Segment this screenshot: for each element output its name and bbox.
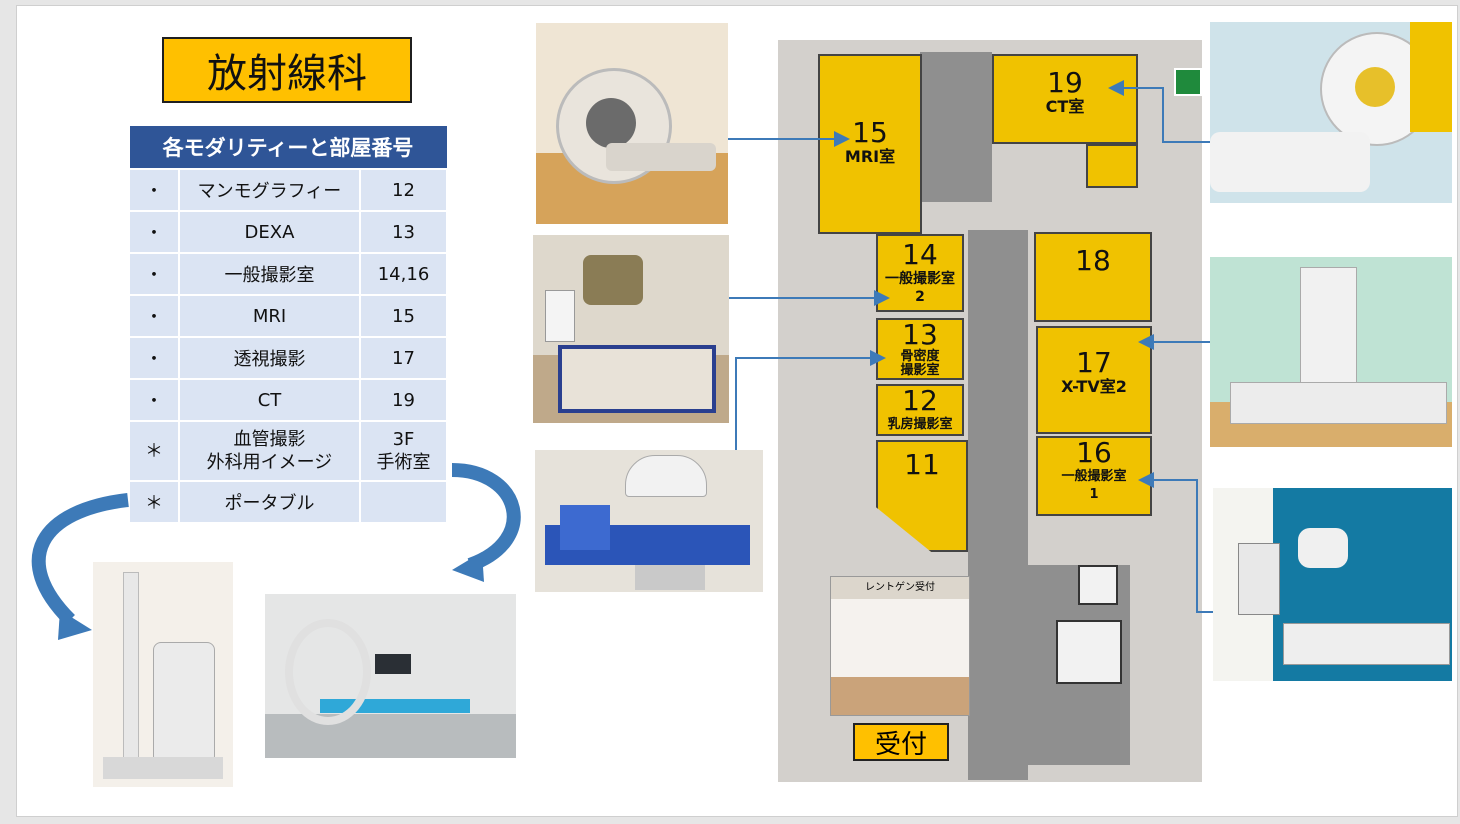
modality-name: 透視撮影 — [178, 336, 361, 380]
room-number-12: 12 — [902, 384, 938, 417]
room-sub-14: 2 — [915, 289, 925, 305]
modality-name-line2: 外科用イメージ — [206, 452, 333, 473]
room-number-16: 16 — [1076, 436, 1112, 469]
row-mark: ・ — [128, 252, 180, 296]
table-row: ・ CT 19 — [128, 378, 448, 422]
room-number: 15 — [359, 294, 448, 338]
row-mark: ・ — [128, 336, 180, 380]
arrow-head — [452, 552, 484, 582]
room-number-11: 11 — [904, 448, 940, 481]
room-19-annex — [1086, 144, 1138, 188]
table-header: 各モダリティーと部屋番号 — [128, 125, 448, 170]
room-14: 14 一般撮影室 2 — [876, 234, 964, 312]
room-number: 3F 手術室 — [359, 420, 448, 482]
reception-sign: レントゲン受付 — [831, 577, 969, 599]
curved-arrow-portable — [31, 493, 129, 625]
room-label-13-line2: 撮影室 — [900, 363, 940, 378]
room16-connector — [1138, 472, 1213, 613]
mri-scanner-photo — [536, 23, 728, 224]
table-row: ・ MRI 15 — [128, 294, 448, 338]
ct-connector — [1108, 80, 1210, 143]
room-line2: 手術室 — [376, 452, 431, 473]
row-mark: ・ — [128, 168, 180, 212]
room-label-15: MRI室 — [844, 147, 896, 166]
room-label-13-line1: 骨密度 — [900, 349, 940, 364]
floor-plan: 15 MRI室 19 CT室 14 一般撮影室 2 13 骨密度 撮影室 12 … — [778, 40, 1202, 782]
dexa-photo — [535, 450, 763, 592]
room-number: 19 — [359, 378, 448, 422]
room-number-15: 15 — [852, 116, 888, 149]
room-number: 17 — [359, 336, 448, 380]
room-label-17: X-TV室2 — [1061, 377, 1127, 396]
room-19: 19 CT室 — [992, 54, 1138, 144]
room-12: 12 乳房撮影室 — [876, 384, 964, 436]
room-15: 15 MRI室 — [818, 54, 922, 234]
xtv-fluoroscopy-photo — [1210, 257, 1452, 447]
room-number: 12 — [359, 168, 448, 212]
room-number-19: 19 — [1047, 66, 1083, 99]
room-label-19: CT室 — [1045, 97, 1085, 116]
row-mark: ・ — [128, 378, 180, 422]
reception-photo: レントゲン受付 — [830, 576, 970, 716]
dexa-connector — [735, 350, 886, 450]
angiography-photo — [265, 594, 516, 758]
modality-name: MRI — [178, 294, 361, 338]
modality-name: 血管撮影 外科用イメージ — [178, 420, 361, 482]
room-number-18: 18 — [1075, 244, 1111, 277]
table-row: ・ 一般撮影室 14,16 — [128, 252, 448, 296]
row-mark: ・ — [128, 210, 180, 254]
room-13: 13 骨密度 撮影室 — [876, 318, 964, 380]
modality-name: DEXA — [178, 210, 361, 254]
elevator-icon — [1056, 620, 1122, 684]
elevator-icon — [1078, 565, 1118, 605]
row-mark: ＊ — [128, 420, 180, 482]
table-row: ＊ 血管撮影 外科用イメージ 3F 手術室 — [128, 420, 448, 482]
xray-room14-photo — [533, 235, 729, 423]
corridor — [920, 52, 992, 202]
reception-label: 受付 — [853, 723, 949, 761]
room-11: 11 — [876, 440, 968, 552]
modality-name: CT — [178, 378, 361, 422]
corridor — [968, 230, 1028, 780]
table-row: ・ DEXA 13 — [128, 210, 448, 254]
modality-table: 各モダリティーと部屋番号 ・ マンモグラフィー 12 ・ DEXA 13 ・ 一… — [128, 125, 448, 524]
table-row: ・ 透視撮影 17 — [128, 336, 448, 380]
arrow-head — [58, 610, 92, 640]
emergency-exit-icon — [1174, 68, 1202, 96]
room-line1: 3F — [392, 429, 415, 450]
modality-name: ポータブル — [178, 480, 361, 524]
modality-name: 一般撮影室 — [178, 252, 361, 296]
room-number-17: 17 — [1076, 346, 1112, 379]
room-17: 17 X-TV室2 — [1036, 326, 1152, 434]
table-row: ・ マンモグラフィー 12 — [128, 168, 448, 212]
table-row: ＊ ポータブル — [128, 480, 448, 524]
room-number — [359, 480, 448, 524]
room-sub-16: 1 — [1089, 487, 1099, 502]
room-18: 18 — [1034, 232, 1152, 322]
room-number-13: 13 — [902, 318, 938, 351]
ct-scanner-photo — [1210, 22, 1452, 203]
curved-arrow-angiography — [451, 463, 521, 572]
row-mark: ＊ — [128, 480, 180, 524]
room-label-12: 乳房撮影室 — [887, 417, 953, 432]
modality-name-line1: 血管撮影 — [233, 429, 306, 450]
row-mark: ・ — [128, 294, 180, 338]
room-number-14: 14 — [902, 238, 938, 271]
xray-room16-photo — [1213, 488, 1452, 681]
room-label-16: 一般撮影室 — [1061, 469, 1127, 484]
page-title: 放射線科 — [162, 37, 412, 103]
portable-xray-photo — [93, 562, 233, 787]
room-label-14: 一般撮影室 — [885, 271, 955, 287]
room-number: 13 — [359, 210, 448, 254]
modality-name: マンモグラフィー — [178, 168, 361, 212]
room-number: 14,16 — [359, 252, 448, 296]
